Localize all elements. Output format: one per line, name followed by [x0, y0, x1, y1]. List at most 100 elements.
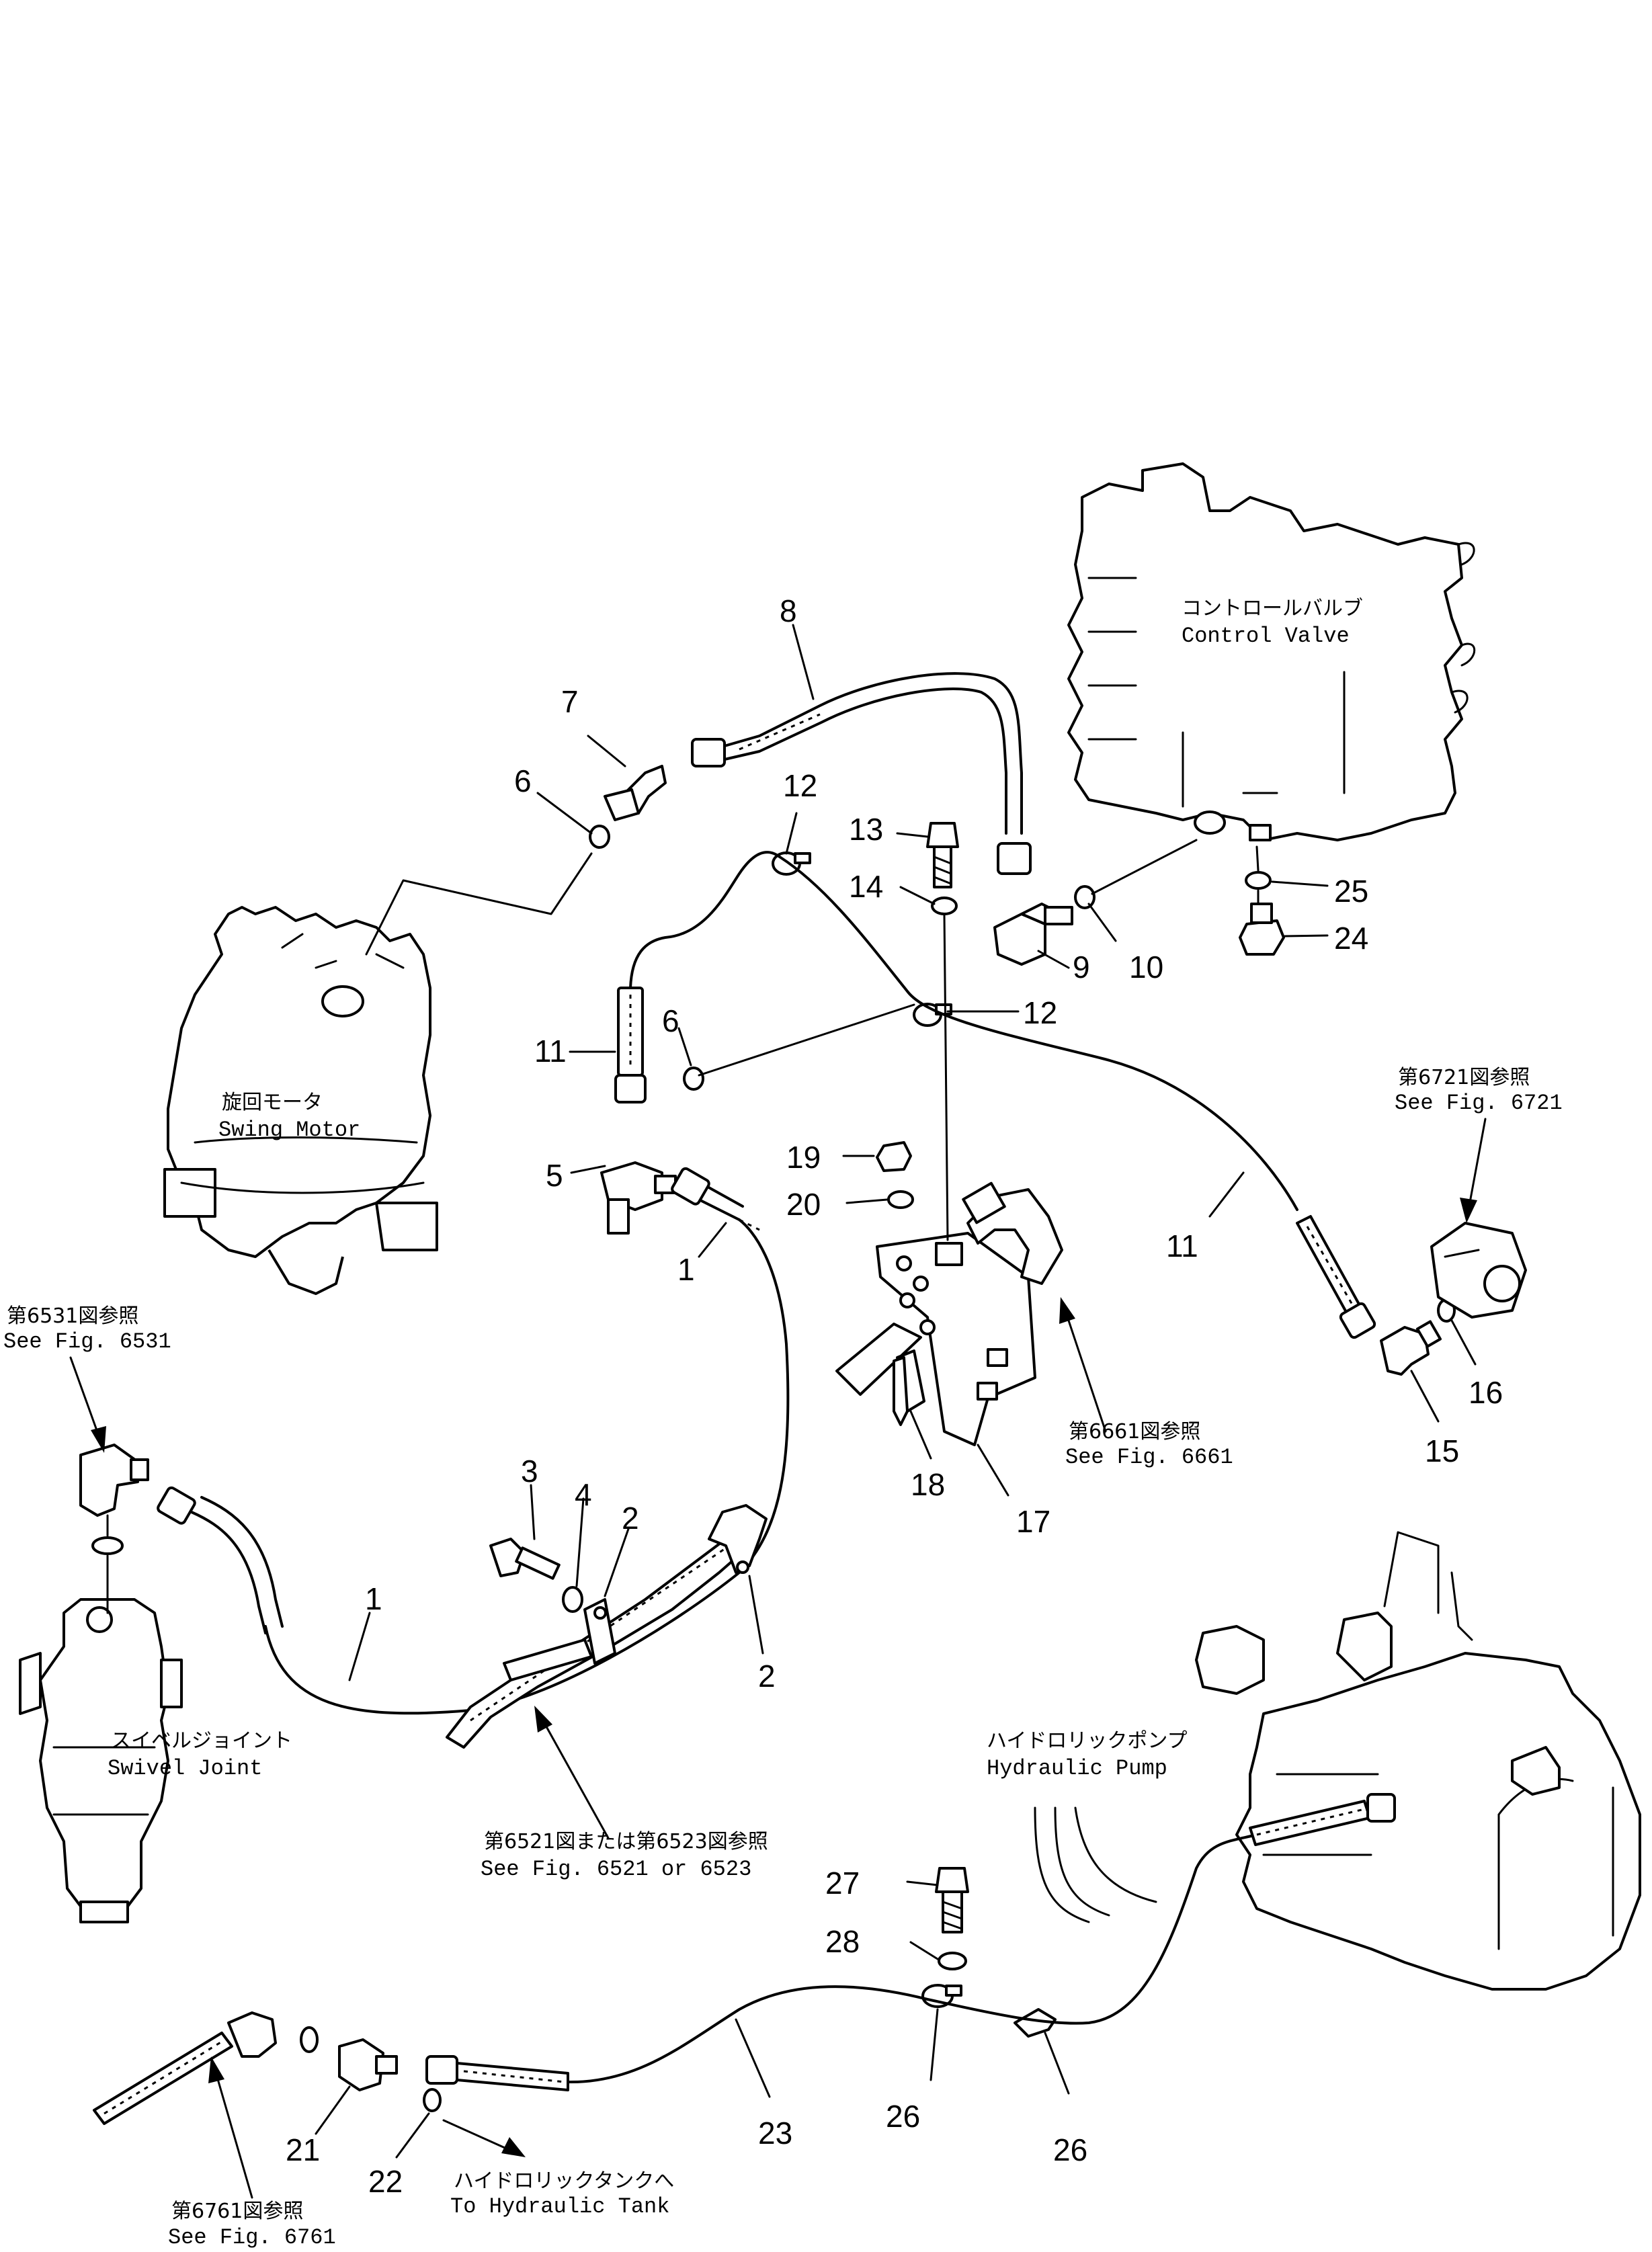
part-15-elbow: [1380, 1320, 1442, 1376]
leader-16: [1450, 1319, 1477, 1366]
leader-swing-motor: [365, 852, 593, 956]
line-bolt-bracket: [943, 913, 949, 1241]
ref-6521-label-ja: 第6521図または第6523図参照: [484, 1830, 768, 1853]
leader-26a: [930, 2008, 939, 2081]
part-number: 6: [514, 763, 532, 798]
ref-6721-block: [1430, 1222, 1527, 1319]
leader-4: [575, 1497, 585, 1587]
leader-28: [909, 1941, 939, 1960]
part-number: 22: [368, 2164, 403, 2199]
part-number: 4: [575, 1477, 592, 1512]
leader-24: [1284, 934, 1329, 937]
ref-6761-label-ja: 第6761図参照: [171, 2200, 303, 2223]
part-18-stud: [893, 1356, 909, 1426]
arrow-ref-6661: [1059, 1297, 1107, 1433]
part-number: 19: [786, 1140, 821, 1175]
part-number: 5: [546, 1158, 563, 1193]
leader-21: [315, 2085, 351, 2135]
part-number: 27: [825, 1866, 860, 1901]
ref-6531-label-ja: 第6531図参照: [7, 1304, 138, 1328]
part-number: 9: [1073, 950, 1090, 985]
leader-7: [587, 735, 626, 767]
part-1-hose: [157, 1167, 790, 1715]
ref-6531-label-en: See Fig. 6531: [3, 1329, 171, 1354]
part-20-washer: [887, 1190, 914, 1209]
swing-motor-body: [163, 906, 438, 1295]
part-3-bolt: [489, 1538, 561, 1580]
part-number: 11: [1166, 1228, 1198, 1263]
part-9-fitting: [993, 903, 1073, 966]
tank-label-ja: ハイドロリックタンクへ: [454, 2169, 674, 2193]
leader-25: [1271, 880, 1329, 887]
line-tee-to-valve: [698, 1003, 915, 1077]
part-number: 10: [1129, 950, 1163, 985]
leader-6a: [536, 792, 593, 835]
hydraulic-pump-body: [1034, 1531, 1641, 1991]
ref-6721-label-en: See Fig. 6721: [1395, 1091, 1563, 1116]
part-number: 18: [911, 1467, 945, 1502]
hydraulic-pump-label-en: Hydraulic Pump: [987, 1756, 1167, 1781]
part-number: 3: [521, 1454, 538, 1489]
leader-9: [1037, 950, 1070, 969]
part-10-oring: [1074, 885, 1096, 909]
leader-15: [1410, 1370, 1440, 1423]
part-11-hose-right: [1296, 1215, 1376, 1339]
part-number: 16: [1469, 1375, 1503, 1410]
part-6-oring-upper: [589, 825, 610, 849]
tank-label-en: To Hydraulic Tank: [450, 2194, 669, 2219]
part-6-oring-lower: [683, 1067, 704, 1091]
part-number: 1: [365, 1581, 382, 1616]
part-number: 12: [783, 768, 817, 803]
part-22-oring: [423, 2088, 442, 2112]
part-number: 20: [786, 1187, 821, 1222]
part-8-hose: [691, 672, 1032, 875]
part-27-bolt: [935, 1867, 969, 1933]
ref-6521-label-en: See Fig. 6521 or 6523: [481, 1857, 751, 1882]
leader-12a: [785, 812, 798, 855]
part-number: 11: [534, 1034, 567, 1069]
part-number: 17: [1016, 1504, 1050, 1539]
ref-6521-sleeve: [446, 1504, 768, 1749]
arrow-ref-6721: [1460, 1118, 1487, 1223]
ref-6761-label-en: See Fig. 6761: [168, 2225, 336, 2250]
part-13-bolt: [926, 822, 959, 888]
arrow-ref-6531: [69, 1356, 106, 1453]
part-4-washer: [562, 1586, 583, 1613]
part-19-nut: [876, 1141, 912, 1172]
leader-11b: [1208, 1171, 1245, 1218]
part-21-fitting: [338, 2038, 398, 2091]
part-number: 7: [561, 684, 579, 719]
part-26-clamp-left: [921, 1984, 962, 2008]
part-number: 15: [1425, 1433, 1459, 1468]
hydraulic-pump-label-ja: ハイドロリックポンプ: [987, 1729, 1188, 1753]
swivel-elbow-fitting: [79, 1444, 149, 1555]
part-number: 2: [758, 1659, 776, 1694]
leader-1b: [348, 1612, 371, 1681]
part-number: 13: [849, 812, 883, 847]
swing-motor-label-ja: 旋回モータ: [222, 1091, 323, 1114]
part-number: 2: [622, 1501, 639, 1536]
part-number: 12: [1023, 995, 1057, 1030]
swivel-joint-label-en: Swivel Joint: [108, 1756, 262, 1781]
leader-2a: [604, 1528, 630, 1597]
leader-23: [735, 2018, 771, 2098]
part-24-plug: [1239, 903, 1285, 956]
part-14-washer: [931, 896, 958, 915]
part-26-clamp-right: [1014, 2008, 1057, 2038]
part-number: 6: [662, 1003, 679, 1038]
leader-8: [792, 624, 815, 700]
tank-side-oring: [300, 2026, 319, 2053]
line-plug: [1255, 845, 1259, 905]
swivel-joint-label-ja: スイベルジョイント: [111, 1729, 292, 1753]
leader-13: [896, 832, 929, 838]
swivel-joint-body: [19, 1598, 183, 1923]
part-number: 26: [1053, 2132, 1087, 2167]
leader-14: [899, 886, 936, 905]
control-valve-label-en: Control Valve: [1182, 624, 1350, 649]
part-number: 21: [286, 2132, 320, 2167]
leader-18: [909, 1410, 932, 1460]
part-5-tee: [600, 1161, 677, 1235]
part-number: 1: [677, 1252, 695, 1287]
arrow-ref-6521: [534, 1706, 610, 1839]
